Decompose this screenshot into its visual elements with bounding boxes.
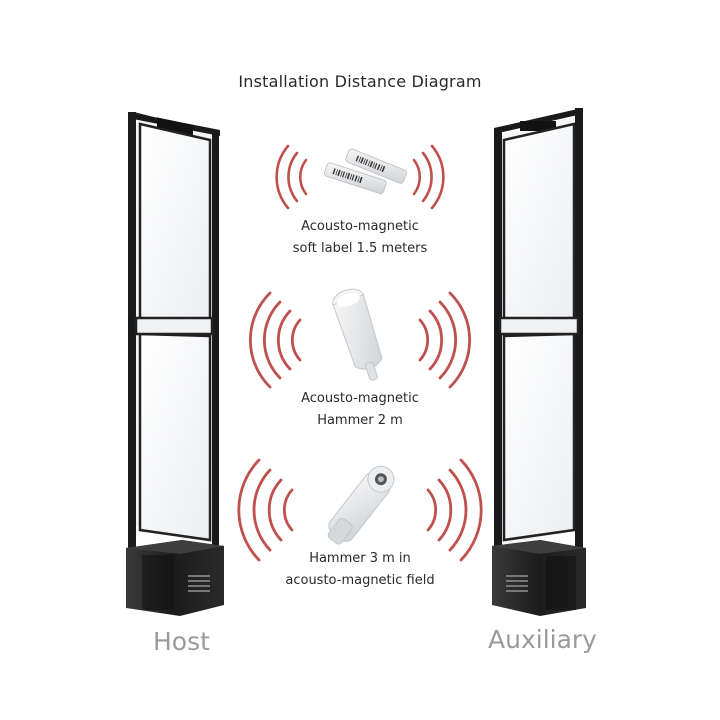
signal-waves-row-2 xyxy=(248,291,472,389)
hammer-tag-2m xyxy=(332,288,383,381)
soft-label-tags xyxy=(324,148,407,195)
diagram-title: Installation Distance Diagram xyxy=(238,72,482,91)
caption-soft-label-line1: Acousto-magnetic xyxy=(301,219,419,234)
caption-soft-label-line2: soft label 1.5 meters xyxy=(292,241,428,256)
caption-soft-label: Acousto-magnetic soft label 1.5 meters xyxy=(240,216,480,260)
hammer-tag-3m xyxy=(327,465,395,545)
host-gate xyxy=(126,112,224,616)
signal-waves-row-3 xyxy=(237,458,483,562)
caption-hammer-3m-line2: acousto-magnetic field xyxy=(285,573,435,588)
caption-hammer-3m-line1: Hammer 3 m in xyxy=(309,551,411,566)
caption-hammer-2m-line1: Acousto-magnetic xyxy=(301,391,419,406)
host-label: Host xyxy=(153,627,210,656)
caption-hammer-2m-line2: Hammer 2 m xyxy=(317,413,403,428)
auxiliary-gate xyxy=(492,108,586,616)
auxiliary-label: Auxiliary xyxy=(488,625,597,654)
signal-waves-row-1 xyxy=(275,144,445,210)
caption-hammer-3m: Hammer 3 m in acousto-magnetic field xyxy=(240,548,480,592)
caption-hammer-2m: Acousto-magnetic Hammer 2 m xyxy=(240,388,480,432)
